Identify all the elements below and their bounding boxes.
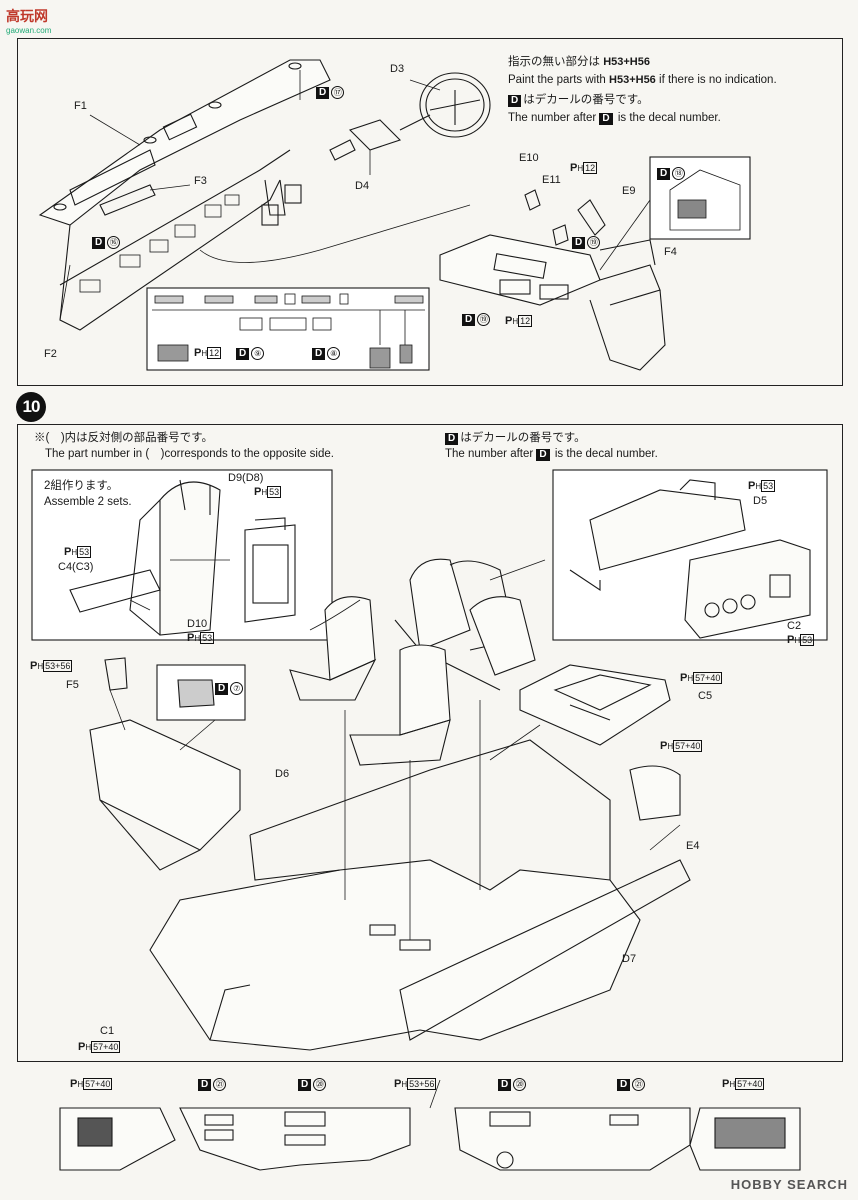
label-e11: E11: [542, 174, 561, 186]
assemble-note-en: Assemble 2 sets.: [44, 496, 132, 508]
step-number-badge: 10: [16, 392, 46, 422]
rear-bench-seats: [394, 558, 536, 691]
inset-details: [152, 293, 425, 369]
bottom-decal-note-en: The number after D is the decal number.: [445, 446, 658, 462]
bottom-decal-en-a: The number after: [445, 448, 534, 460]
dashboard-part-f1: [38, 59, 331, 331]
top-decal-jp-text: はデカールの番号です。: [523, 94, 649, 106]
top-note-en-a: Paint the parts with: [508, 74, 606, 86]
top-note-jp-text: 指示の無い部分は: [508, 56, 600, 68]
rear-seat-back-drawing: [569, 479, 811, 639]
bottom-part-note-jp: ※( )内は反対側の部品番号です。: [34, 432, 214, 444]
decal-d7-inset: [156, 664, 246, 721]
label-f2: F2: [44, 348, 57, 360]
watermark: HOBBY SEARCH: [730, 1177, 848, 1192]
label-f4: F4: [664, 246, 677, 258]
assemble-note-jp: 2組作ります。: [44, 480, 119, 492]
center-console-f4: [439, 189, 666, 371]
top-note-en-codes: H53+H56: [609, 74, 656, 86]
dashboard-assembly-lower: [89, 657, 241, 871]
label-d9-d8: D9(D8): [228, 472, 264, 484]
site-logo: 高玩网 gaowan.com: [6, 6, 51, 35]
top-note-en-b: if there is no indication.: [659, 74, 777, 86]
label-c2: C2: [787, 620, 802, 632]
top-decal-note-en: The number after D is the decal number.: [508, 110, 721, 126]
label-d6: D6: [275, 768, 290, 780]
label-e4: E4: [686, 840, 700, 852]
front-seats: [289, 596, 451, 766]
label-d10: D10: [187, 618, 208, 630]
label-c1: C1: [100, 1025, 115, 1037]
bottom-part-note-en: The part number in ( )corresponds to the…: [45, 448, 334, 460]
top-step-frame: [17, 38, 843, 386]
bottom-decal-jp-text: はデカールの番号です。: [460, 432, 586, 444]
top-decal-en-b: is the decal number.: [617, 112, 721, 124]
decal-key-icon: D: [508, 95, 522, 107]
label-f1: F1: [74, 100, 87, 112]
decal-key-icon: D: [599, 113, 613, 125]
bottom-step-frame: [17, 424, 843, 1062]
label-c4-c3: C4(C3): [58, 561, 94, 573]
label-e10: E10: [519, 152, 539, 164]
label-e9: E9: [622, 185, 636, 197]
front-seat-drawing: [69, 479, 296, 636]
top-paint-note-jp: 指示の無い部分は H53+H56: [508, 54, 650, 70]
bottom-decal-en-b: is the decal number.: [554, 448, 658, 460]
interior-tub: [149, 739, 691, 1051]
console-tray-c5: [519, 664, 671, 746]
steering-wheel-d3: [329, 72, 491, 161]
label-f3: F3: [194, 175, 207, 187]
label-d3: D3: [390, 63, 405, 75]
logo-url: gaowan.com: [6, 26, 52, 35]
label-c5: C5: [698, 690, 713, 702]
label-d5: D5: [753, 495, 768, 507]
label-d4: D4: [355, 180, 370, 192]
top-decal-en-a: The number after: [508, 112, 597, 124]
label-d7: D7: [622, 953, 637, 965]
logo-text: 高玩网: [6, 8, 48, 24]
side-panel-strip: [59, 1107, 801, 1171]
decal-key-icon: D: [536, 449, 550, 461]
decal-key-icon: D: [445, 433, 459, 445]
label-f5: F5: [66, 679, 79, 691]
top-note-codes: H53+H56: [603, 56, 650, 68]
top-paint-note-en: Paint the parts with H53+H56 if there is…: [508, 72, 777, 88]
